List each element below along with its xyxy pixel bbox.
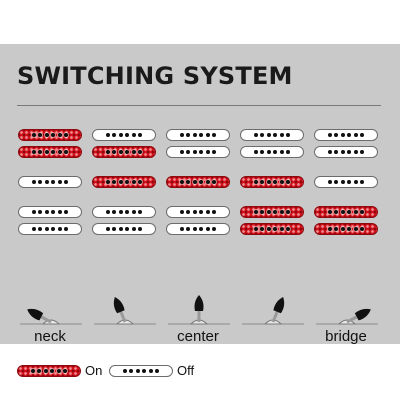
diagram-title: SWITCHING SYSTEM (17, 62, 293, 90)
coil-2-off (314, 146, 378, 158)
pickup-column-neck (18, 129, 84, 282)
coil-3-on (240, 176, 304, 188)
pickup-column-neck-center (92, 129, 158, 282)
legend-on-swatch (17, 365, 81, 377)
coil-5-off (18, 223, 82, 235)
coil-3-off (18, 176, 82, 188)
selector-switch-center-bridge (240, 292, 306, 328)
coil-4-off (18, 206, 82, 218)
coil-5-off (92, 223, 156, 235)
coil-1-off (314, 129, 378, 141)
legend-off-label: Off (177, 363, 195, 378)
coil-5-on (314, 223, 378, 235)
coil-5-on (240, 223, 304, 235)
coil-3-on (166, 176, 230, 188)
pickup-column-center-bridge (240, 129, 306, 282)
switch-lever-icon (316, 308, 378, 325)
coil-1-off (166, 129, 230, 141)
coil-3-off (314, 176, 378, 188)
coil-2-off (240, 146, 304, 158)
selector-switch-center (166, 292, 232, 328)
pickup-column-bridge (314, 129, 380, 282)
coil-2-on (18, 146, 82, 158)
switch-lever-icon (94, 296, 156, 325)
coil-4-on (314, 206, 378, 218)
switch-lever-icon (168, 295, 230, 325)
pickup-column-center (166, 129, 232, 282)
switching-diagram-panel: SWITCHING SYSTEM neck center bridge On Off (0, 44, 400, 378)
coil-2-off (166, 146, 230, 158)
selector-switch-neck-center (92, 292, 158, 328)
position-label-bridge: bridge (325, 328, 367, 345)
coil-3-on (92, 176, 156, 188)
selector-switch-bridge (314, 292, 380, 328)
coil-2-on (92, 146, 156, 158)
title-divider (17, 105, 381, 106)
switch-lever-icon (20, 308, 82, 325)
coil-1-off (240, 129, 304, 141)
legend-on-label: On (85, 363, 103, 378)
position-label-neck: neck (34, 328, 66, 345)
coil-4-on (240, 206, 304, 218)
coil-5-off (166, 223, 230, 235)
coil-1-off (92, 129, 156, 141)
coil-4-off (92, 206, 156, 218)
legend-off-swatch (109, 365, 173, 377)
coil-1-on (18, 129, 82, 141)
switch-lever-icon (242, 296, 304, 325)
coil-4-off (166, 206, 230, 218)
position-label-center: center (177, 328, 219, 345)
selector-switch-neck (18, 292, 84, 328)
